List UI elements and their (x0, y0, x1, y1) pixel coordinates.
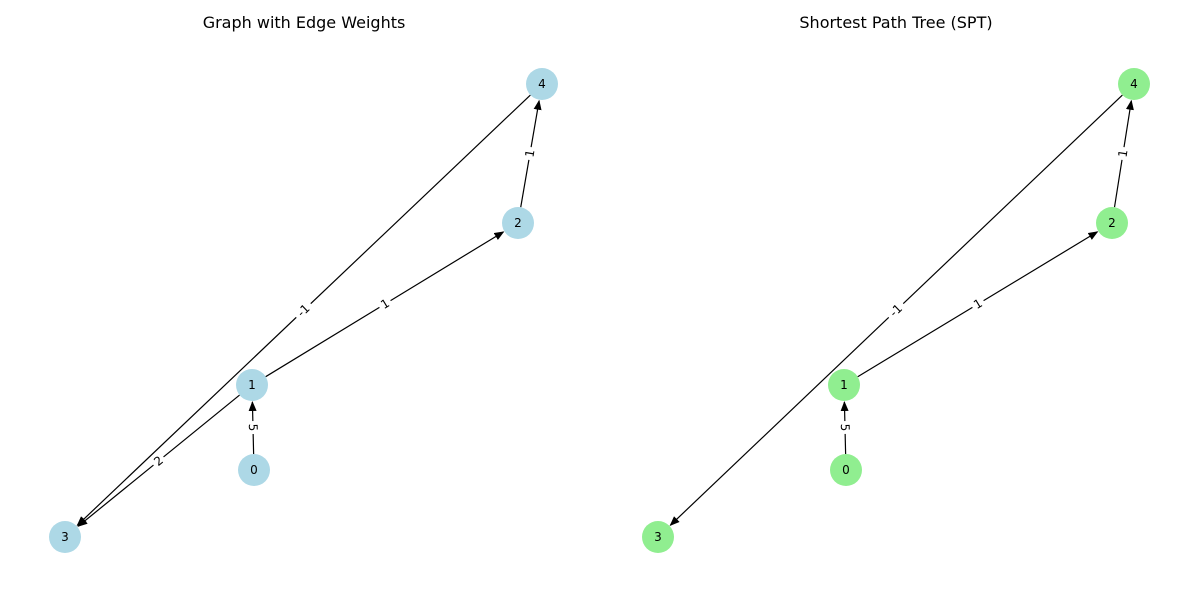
node-circle (49, 521, 81, 553)
node-label: 0 (842, 463, 850, 477)
left-node-1: 1 (236, 369, 268, 401)
panel-left-edges: 5 1 2 1 -1 (76, 94, 542, 527)
left-edge-label-1-2: 1 (375, 293, 395, 315)
right-edge-label-0-1: 5 (836, 420, 854, 435)
node-circle (502, 207, 534, 239)
node-circle (238, 454, 270, 486)
right-node-1: 1 (828, 369, 860, 401)
edge-label-background (836, 420, 854, 435)
panel-right-edges: 5 1 1 -1 (669, 94, 1134, 526)
edge-label-background (148, 450, 169, 472)
right-node-4: 4 (1118, 68, 1150, 100)
edge-label-background (968, 293, 988, 315)
edge-weight-label: 1 (1115, 149, 1130, 159)
right-node-0: 0 (830, 454, 862, 486)
panel-left: Graph with Edge Weights 5 1 2 1 -1 0 1 2 3 4 (49, 13, 558, 553)
node-circle (830, 454, 862, 486)
left-edge-label-0-1: 5 (244, 420, 262, 435)
left-edge-label-2-4: 1 (521, 145, 539, 162)
node-label: 2 (514, 216, 522, 230)
node-circle (1096, 207, 1128, 239)
node-circle (1118, 68, 1150, 100)
edge-weight-label: 5 (838, 424, 852, 432)
left-node-2: 2 (502, 207, 534, 239)
node-label: 1 (840, 378, 848, 392)
right-node-3: 3 (642, 521, 674, 553)
node-label: 2 (1108, 216, 1116, 230)
node-label: 0 (250, 463, 258, 477)
node-label: 4 (1130, 77, 1138, 91)
right-edge-label-4-3: -1 (883, 297, 909, 324)
node-label: 4 (538, 77, 546, 91)
edge-label-background (290, 297, 317, 324)
node-circle (526, 68, 558, 100)
edge-label-background (883, 297, 909, 324)
edge-label-background (1114, 145, 1132, 162)
edge-label-background (375, 293, 395, 315)
node-circle (236, 369, 268, 401)
edge-label-background (244, 420, 262, 435)
panel-left-nodes: 0 1 2 3 4 (49, 68, 558, 553)
node-circle (642, 521, 674, 553)
node-label: 3 (654, 530, 662, 544)
panel-left-title: Graph with Edge Weights (203, 13, 406, 32)
node-label: 1 (248, 378, 256, 392)
edge-weight-label: 5 (246, 424, 260, 432)
node-circle (828, 369, 860, 401)
right-edge-label-1-2: 1 (968, 293, 988, 315)
node-label: 3 (61, 530, 69, 544)
right-edge-label-2-4: 1 (1114, 145, 1132, 162)
left-node-3: 3 (49, 521, 81, 553)
left-edge-label-1-3: 2 (148, 450, 169, 472)
right-node-2: 2 (1096, 207, 1128, 239)
left-node-4: 4 (526, 68, 558, 100)
panel-right-title: Shortest Path Tree (SPT) (799, 13, 992, 32)
panel-right-nodes: 0 1 2 3 4 (642, 68, 1150, 553)
panel-right: Shortest Path Tree (SPT) 5 1 1 -1 0 1 2 3 4 (642, 13, 1150, 553)
edge-weight-label: 1 (522, 149, 537, 159)
left-edge-label-4-3: -1 (290, 297, 317, 324)
edge-label-background (521, 145, 539, 162)
left-node-0: 0 (238, 454, 270, 486)
